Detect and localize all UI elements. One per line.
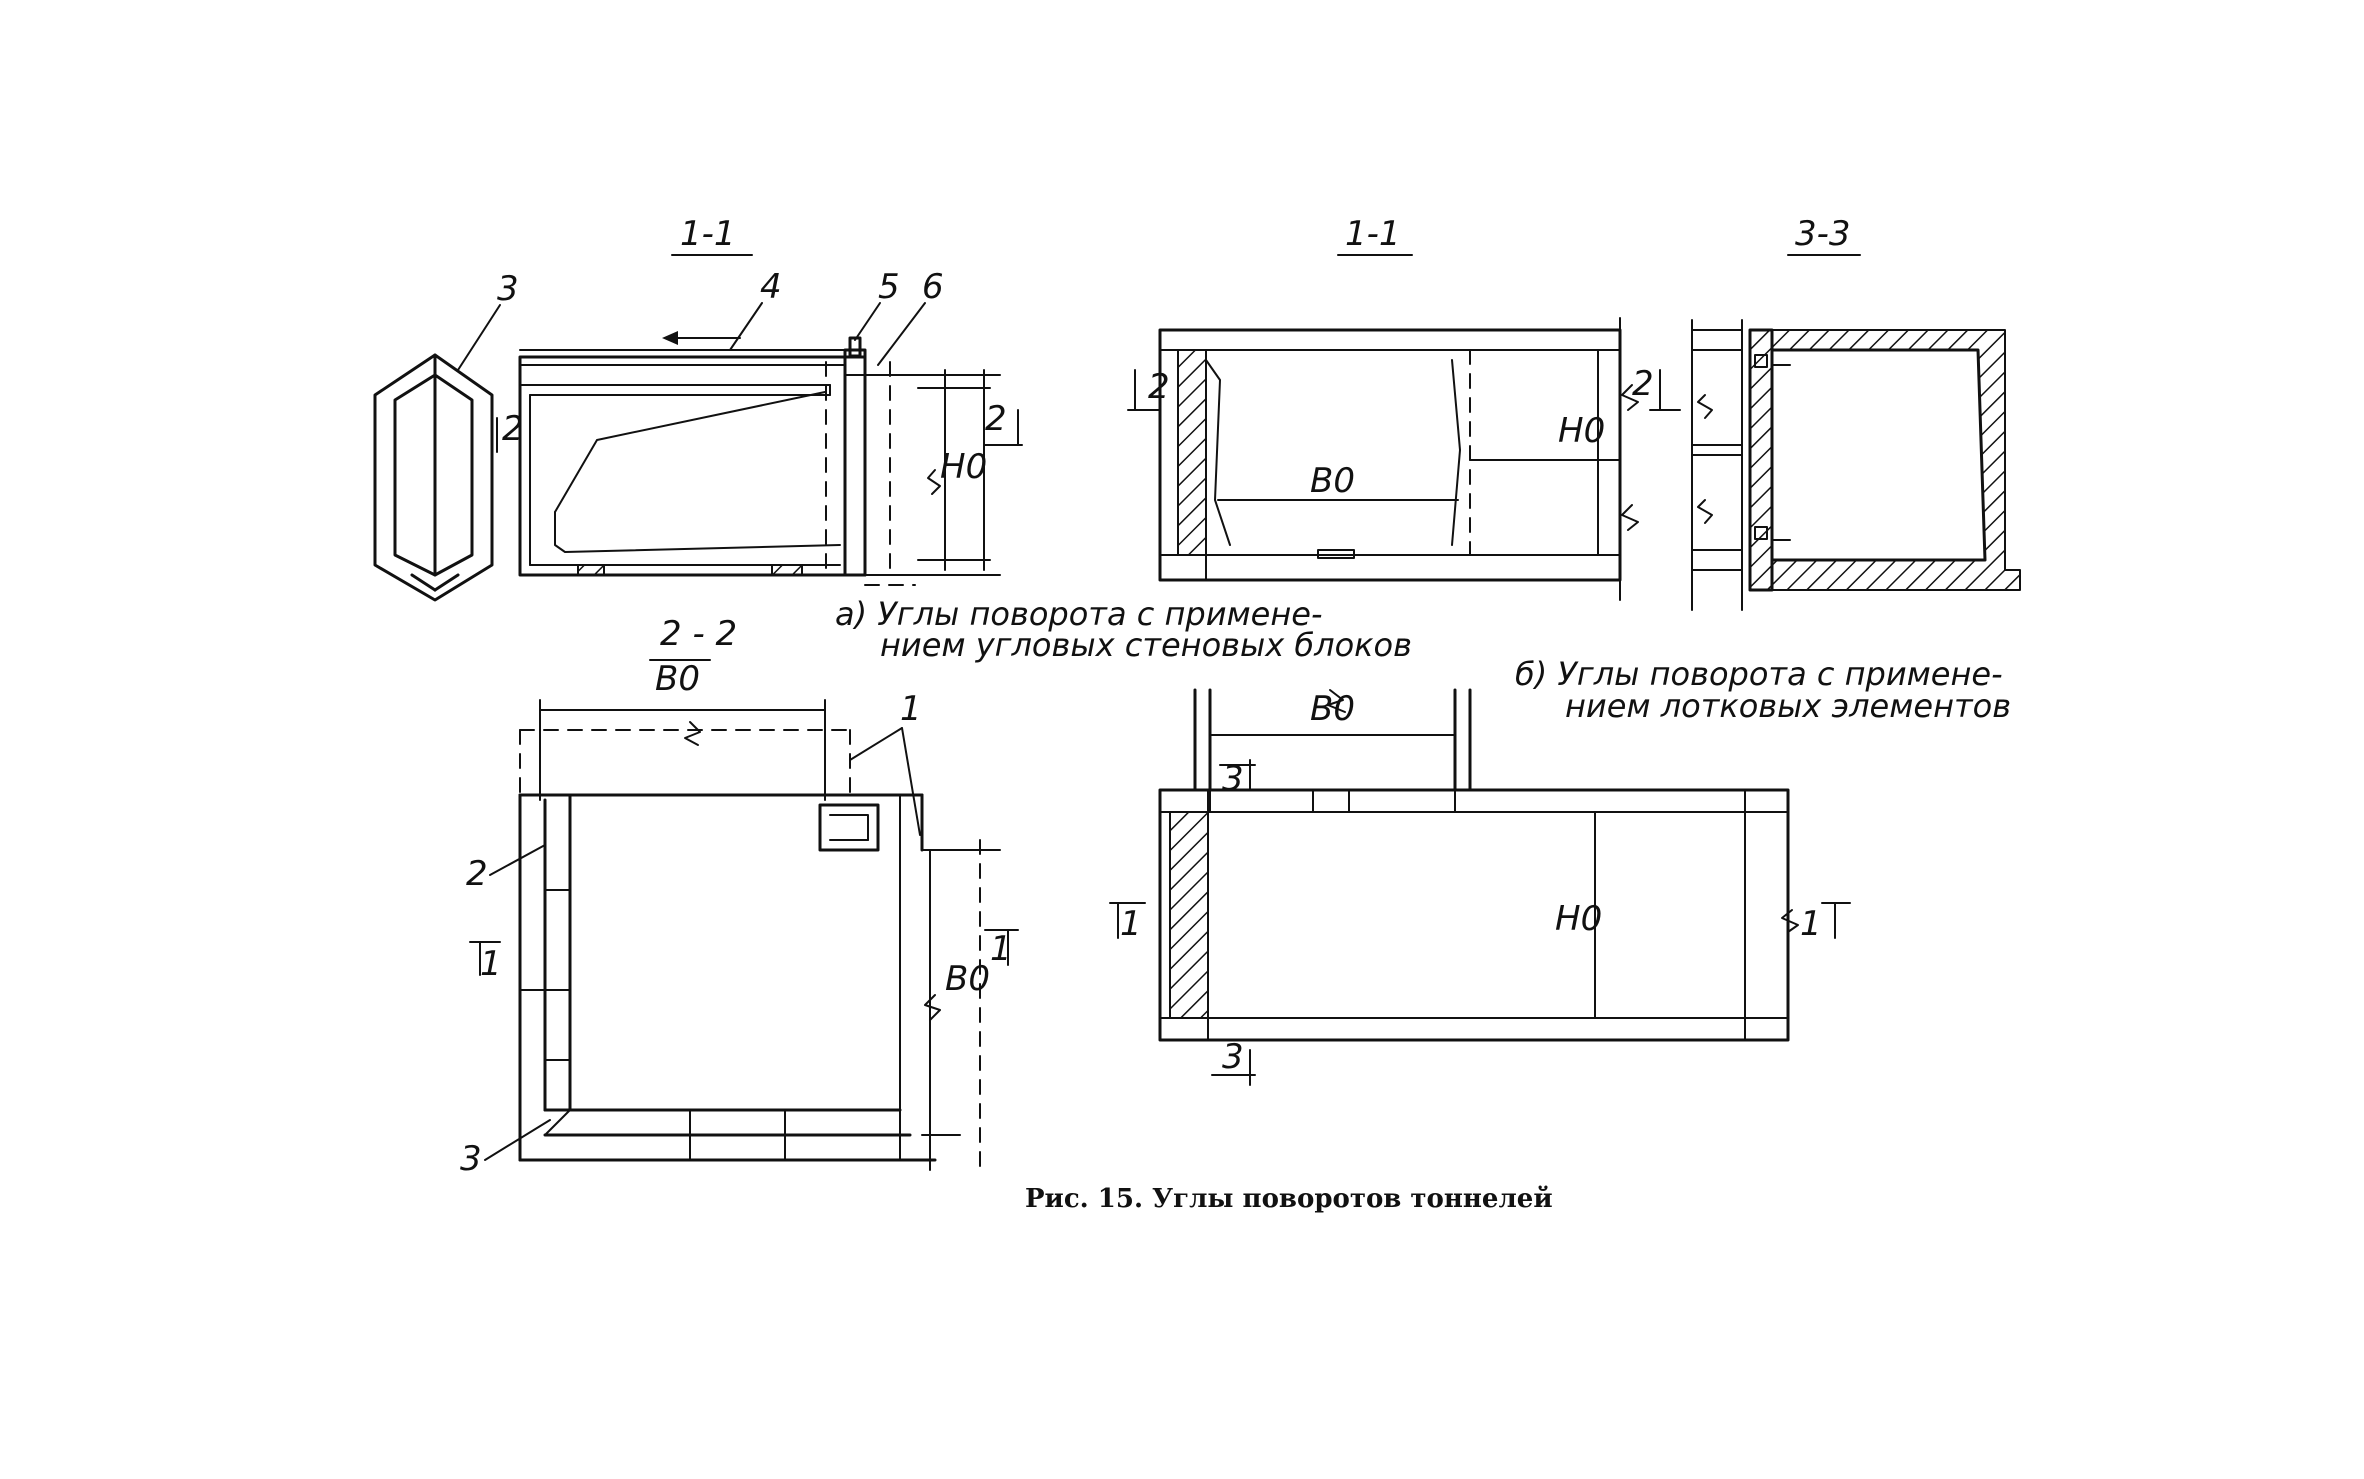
section-3-3: 3-3 <box>1691 214 2021 611</box>
callout-1: 1 <box>900 689 922 729</box>
section-1-1-left: 1-1 3 2 <box>373 214 1023 602</box>
cut-mark-1-right-label: 1 <box>990 929 1012 969</box>
corner-wall-block <box>373 353 494 602</box>
dim-h0-plan-b: H0 <box>1555 899 1602 939</box>
callout-6: 6 <box>922 267 944 307</box>
dim-b0-2-2-right: B0 <box>945 959 990 999</box>
caption-b-line2: нием лотковых элементов <box>1565 687 2011 725</box>
callout-2: 2 <box>466 854 488 894</box>
dim-h0-left: H0 <box>940 447 987 487</box>
figure-caption: Рис. 15. Углы поворотов тоннелей <box>1025 1184 1553 1214</box>
cut-mark-2-b-left-label: 2 <box>1148 367 1170 407</box>
plan-b: B0 3 H0 1 1 3 <box>1109 688 1851 1086</box>
cut-mark-1-left-label: 1 <box>480 944 502 984</box>
cut-mark-1-b-right-label: 1 <box>1800 904 1822 944</box>
section-title-3-3: 3-3 <box>1795 214 1851 254</box>
caption-b-line1: б) Углы поворота с примене- <box>1515 655 2003 693</box>
callout-5: 5 <box>878 267 900 307</box>
dim-h0-right: H0 <box>1558 411 1605 451</box>
callout-3-bottom: 3 <box>460 1139 482 1179</box>
callout-4: 4 <box>760 267 782 307</box>
section-1-1-right: 1-1 B0 H0 2 2 <box>1127 214 1681 601</box>
section-title-1-1-right: 1-1 <box>1345 214 1401 254</box>
section-title-1-1-left: 1-1 <box>680 214 736 254</box>
dim-b0-plan-b: B0 <box>1310 689 1355 729</box>
dim-b0-2-2-top: B0 <box>655 659 700 699</box>
cut-mark-2-left-label: 2 <box>502 409 524 449</box>
cut-mark-2-right-label: 2 <box>985 399 1007 439</box>
caption-a-line2: нием угловых стеновых блоков <box>880 626 1412 664</box>
cut-mark-3-top-label: 3 <box>1222 759 1244 799</box>
section-title-2-2: 2 - 2 <box>660 614 737 654</box>
caption-a-line1: а) Углы поворота с примене- <box>835 595 1323 633</box>
tunnel-elevation-1-1 <box>518 336 1001 586</box>
cut-mark-1-b-left-label: 1 <box>1120 904 1142 944</box>
section-2-2: 2 - 2 B0 <box>460 614 1019 1179</box>
callout-3-top: 3 <box>497 269 519 309</box>
cut-mark-3-bottom-label: 3 <box>1222 1037 1244 1077</box>
dim-b0-right: B0 <box>1310 461 1355 501</box>
cut-mark-2-b-right-label: 2 <box>1632 364 1654 404</box>
